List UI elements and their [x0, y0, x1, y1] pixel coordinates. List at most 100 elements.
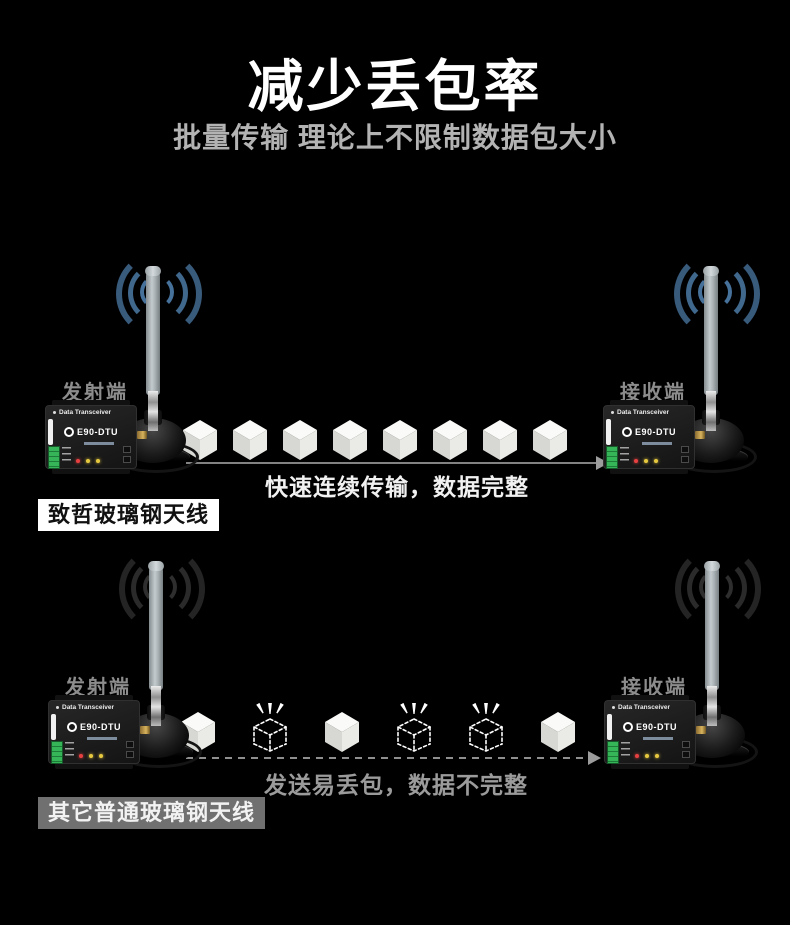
transfer-arrow-line [186, 757, 588, 759]
txd-led [645, 754, 649, 758]
packet-cube-icon [483, 420, 517, 460]
antenna-connector-icon [695, 431, 705, 439]
signal-wave-icon [116, 251, 202, 337]
device-model-subtext [643, 737, 673, 740]
transmitter-unit: 发射端 Data Transceiver [45, 251, 255, 485]
transmitter-unit: 发射端 Data Transceiver [48, 546, 258, 780]
dtu-device: Data Transceiver E90-DTU [48, 695, 150, 769]
pin-labels [65, 742, 74, 760]
device-panel-title: Data Transceiver [59, 409, 112, 416]
signal-wave-icon [675, 546, 761, 632]
packet-cube-icon [433, 420, 467, 460]
alert-burst-icon [469, 702, 503, 716]
device-side-port [606, 419, 611, 445]
packet-cube-icon [383, 420, 417, 460]
device-panel-title: Data Transceiver [617, 409, 670, 416]
terminal-block-icon [51, 741, 63, 764]
antenna-tag: 其它普通玻璃钢天线 [38, 797, 266, 829]
page-title: 减少丢包率 [247, 55, 543, 118]
receiver-unit: 接收端 Data Transceiver [604, 546, 790, 780]
transmitter-label: 发射端 [65, 677, 131, 699]
power-led [634, 459, 638, 463]
mounting-flange [610, 467, 688, 474]
antenna-ferrule [707, 686, 717, 726]
device-faceplate: Data Transceiver E90-DTU [48, 700, 140, 764]
packet-row [183, 420, 567, 460]
mounting-flange [52, 467, 130, 474]
rxd-led [96, 459, 100, 463]
txd-led [644, 459, 648, 463]
txd-led [86, 459, 90, 463]
dtu-device: Data Transceiver E90-DTU [604, 695, 706, 769]
packet-cube-icon [333, 420, 367, 460]
status-leds [79, 754, 103, 758]
txd-led [89, 754, 93, 758]
transmitter-label: 发射端 [62, 382, 128, 404]
packet-cube-icon [283, 420, 317, 460]
brand-logo-icon [621, 427, 632, 437]
transfer-caption: 发送易丢包，数据不完整 [264, 772, 528, 798]
antenna-connector-icon [140, 726, 150, 734]
antenna-cap [703, 266, 719, 276]
packet-row [181, 702, 575, 752]
status-leds [635, 754, 659, 758]
alert-burst-icon [253, 702, 287, 716]
packet-cube-icon [541, 712, 575, 752]
antenna-cap [145, 266, 161, 276]
device-model: E90-DTU [76, 427, 118, 437]
scene-ordinary-antenna: 发射端 Data Transceiver [0, 545, 790, 855]
power-led [79, 754, 83, 758]
terminal-block-icon [606, 446, 618, 469]
dip-switch-icon [126, 741, 134, 748]
device-model-subtext [84, 442, 114, 445]
dtu-device: Data Transceiver E90-DTU [603, 400, 705, 474]
mounting-flange [611, 762, 689, 769]
mounting-flange [55, 762, 133, 769]
dip-switch-icon [681, 456, 689, 463]
device-model: E90-DTU [635, 722, 677, 732]
antenna-rod [705, 564, 719, 690]
mounting-flange [52, 400, 130, 407]
antenna-rod [146, 269, 160, 395]
status-leds [634, 459, 658, 463]
device-model: E90-DTU [79, 722, 121, 732]
pin-labels [621, 742, 630, 760]
alert-burst-icon [397, 702, 431, 716]
device-faceplate: Data Transceiver E90-DTU [603, 405, 695, 469]
power-led [635, 754, 639, 758]
packet-cube-icon [233, 420, 267, 460]
rxd-led [654, 459, 658, 463]
terminal-block-icon [607, 741, 619, 764]
arrowhead-icon [588, 751, 601, 765]
page-subtitle: 批量传输 理论上不限制数据包大小 [173, 122, 617, 153]
rxd-led [99, 754, 103, 758]
dip-switch-icon [682, 741, 690, 748]
device-side-port [51, 714, 56, 740]
device-model-subtext [642, 442, 672, 445]
antenna-rod [149, 564, 163, 690]
power-led [76, 459, 80, 463]
receiver-label: 接收端 [620, 382, 686, 404]
dip-switch-icon [123, 456, 131, 463]
status-leds [76, 459, 100, 463]
dip-switch-icon [126, 751, 134, 758]
lost-packet-icon [469, 702, 503, 752]
brand-dot-icon [53, 411, 56, 414]
mounting-flange [610, 400, 688, 407]
dip-switch-icon [682, 751, 690, 758]
antenna-cap [704, 561, 720, 571]
antenna-ferrule [151, 686, 161, 726]
antenna-connector-icon [137, 431, 147, 439]
brand-logo-icon [66, 722, 77, 732]
antenna-tag: 致哲玻璃钢天线 [38, 499, 220, 531]
dip-switch-icon [681, 446, 689, 453]
brand-dot-icon [612, 706, 615, 709]
signal-wave-icon [119, 546, 205, 632]
device-side-port [48, 419, 53, 445]
packet-cube-icon [325, 712, 359, 752]
receiver-unit: 接收端 Data Transceiver [603, 251, 790, 485]
mounting-flange [55, 695, 133, 702]
lost-packet-icon [253, 702, 287, 752]
antenna-ferrule [706, 391, 716, 431]
